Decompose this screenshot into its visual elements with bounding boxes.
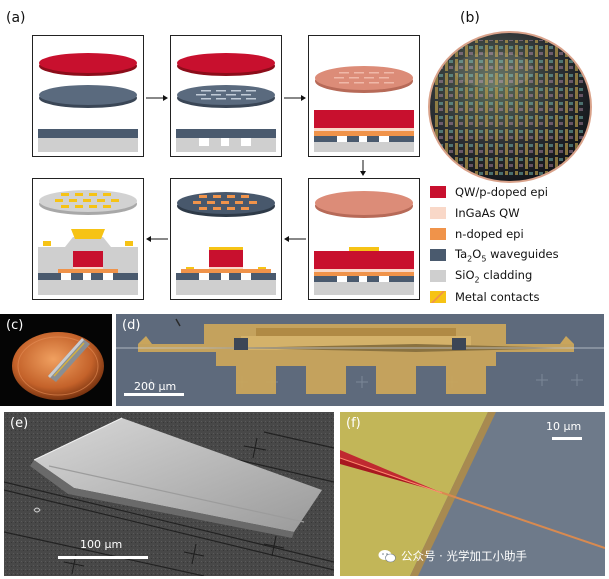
arrow-right-icon — [146, 95, 168, 101]
arrow-left-icon — [146, 236, 168, 242]
process-step-1 — [32, 35, 144, 157]
legend-label: n-doped epi — [455, 227, 524, 241]
legend-item: InGaAs QW — [430, 205, 520, 221]
panel-label-b: (b) — [460, 10, 480, 26]
legend-swatch — [430, 228, 446, 240]
panel-label-d: (d) — [122, 318, 141, 333]
legend-label: Ta2O5 waveguides — [455, 246, 559, 264]
legend-label: SiO2 cladding — [455, 267, 533, 285]
wechat-icon — [378, 549, 396, 563]
device-micrograph — [116, 314, 604, 406]
scalebar-label-f: 10 µm — [546, 420, 582, 433]
process-step-5 — [170, 178, 282, 300]
scalebar-d — [124, 393, 184, 396]
legend-swatch — [430, 291, 446, 303]
scalebar-label-e: 100 µm — [80, 538, 123, 551]
process-step-6 — [32, 178, 144, 300]
legend-label: Metal contacts — [455, 290, 540, 304]
legend-swatch — [430, 270, 446, 282]
panel-label-f: (f) — [346, 416, 361, 431]
scalebar-f — [552, 437, 582, 440]
panel-label-e: (e) — [10, 416, 29, 431]
legend-item: Metal contacts — [430, 289, 539, 305]
process-step-3 — [308, 35, 420, 157]
legend-swatch — [430, 207, 446, 219]
legend-item: SiO2 cladding — [430, 268, 532, 284]
legend-item: QW/p-doped epi — [430, 184, 548, 200]
legend-label: InGaAs QW — [455, 206, 520, 220]
legend-item: n-doped epi — [430, 226, 524, 242]
scalebar-e — [58, 556, 148, 559]
sem-image — [4, 412, 334, 576]
legend-swatch — [430, 249, 446, 261]
legend-swatch — [430, 186, 446, 198]
scalebar-label-d: 200 µm — [134, 380, 177, 393]
watermark: 公众号 · 光学加工小助手 — [378, 548, 527, 564]
legend-item: Ta2O5 waveguides — [430, 247, 559, 263]
arrow-left-icon — [284, 236, 306, 242]
panel-label-c: (c) — [6, 318, 24, 333]
panel-label-a: (a) — [6, 10, 26, 26]
arrow-right-icon — [284, 95, 306, 101]
process-step-2 — [170, 35, 282, 157]
wafer-photo — [424, 30, 596, 184]
arrow-down-icon — [360, 160, 366, 176]
process-step-4 — [308, 178, 420, 300]
legend-label: QW/p-doped epi — [455, 185, 548, 199]
coin-photo — [0, 314, 112, 406]
watermark-text: 公众号 · 光学加工小助手 — [401, 549, 527, 563]
